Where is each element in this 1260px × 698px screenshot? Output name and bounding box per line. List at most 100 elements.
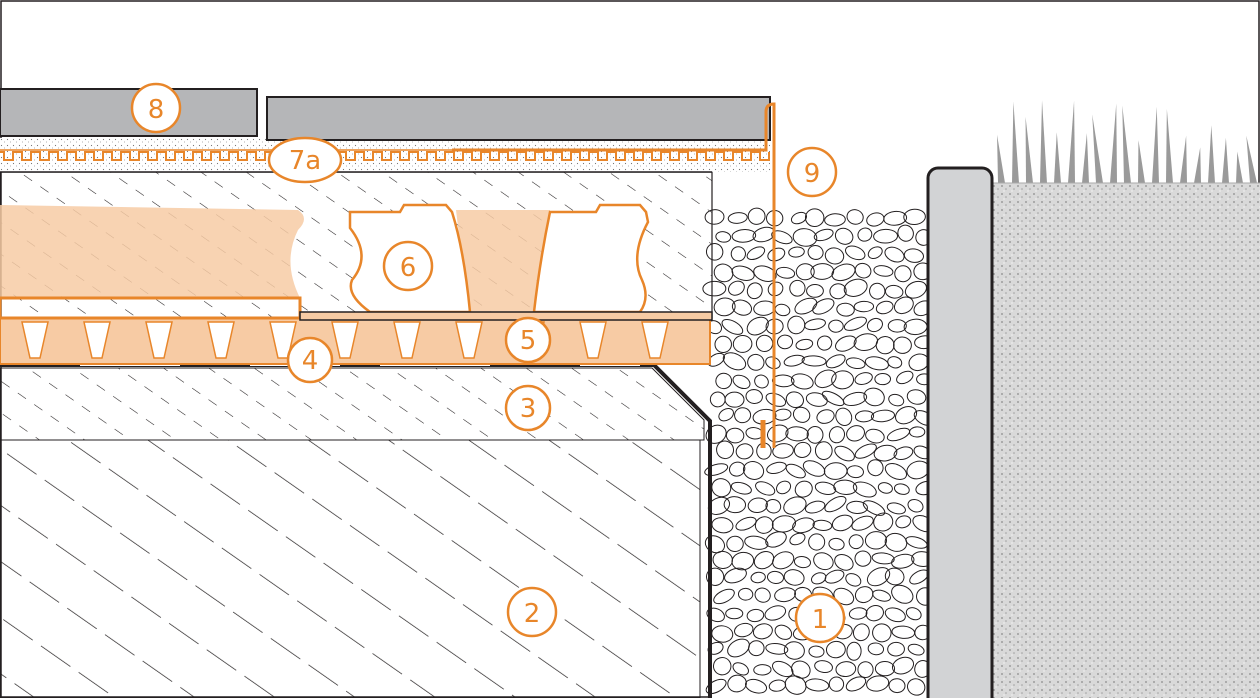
pebble	[742, 461, 765, 480]
pebble	[754, 587, 771, 603]
pebble	[907, 678, 926, 696]
pebble	[824, 213, 846, 227]
svg-text:2: 2	[524, 599, 541, 629]
pebble	[834, 445, 855, 462]
svg-text:9: 9	[804, 159, 821, 189]
pebble	[834, 227, 854, 245]
soil-area	[992, 183, 1260, 698]
pebble	[735, 443, 754, 460]
pebble	[891, 584, 914, 604]
pebble	[863, 387, 885, 407]
grass-blade	[1236, 151, 1243, 183]
pebble	[905, 607, 922, 621]
grass-blade	[1152, 106, 1159, 183]
grass-blade	[1180, 135, 1187, 183]
callout-8: 8	[130, 82, 182, 134]
pebble	[732, 662, 749, 676]
pebble	[894, 265, 912, 283]
pebble	[884, 463, 908, 480]
pebble	[793, 441, 812, 458]
pebble	[754, 374, 769, 389]
pebble	[727, 638, 750, 658]
pebble	[867, 246, 883, 260]
pebble	[713, 588, 735, 605]
mat-top-sheet	[0, 296, 302, 320]
pebble	[857, 227, 873, 242]
tile-right	[266, 96, 771, 141]
pebble	[794, 297, 818, 315]
pebble	[846, 500, 868, 515]
pebble	[852, 623, 870, 642]
pebble	[808, 533, 826, 551]
pebble	[833, 479, 858, 495]
pebble	[737, 587, 754, 601]
pebble	[764, 605, 787, 621]
pebble	[783, 354, 805, 367]
pebble	[854, 586, 874, 604]
pebble	[744, 535, 769, 550]
pebble	[704, 463, 729, 476]
grass-blade	[1025, 116, 1033, 183]
pebble	[824, 247, 845, 265]
pebble	[791, 660, 811, 679]
pebble	[774, 587, 797, 603]
pebble	[825, 640, 846, 659]
pebble	[845, 357, 866, 370]
svg-text:1: 1	[812, 605, 829, 635]
pebble	[745, 678, 768, 694]
pebble	[831, 514, 854, 532]
grass-blade	[997, 134, 1005, 183]
pebble	[848, 534, 864, 550]
pebble	[712, 656, 732, 676]
pebble	[907, 643, 925, 656]
pebble	[907, 498, 924, 513]
pebble	[716, 440, 735, 460]
pebble	[721, 319, 744, 335]
pebble	[814, 441, 833, 460]
pebble	[864, 531, 887, 550]
pebble	[870, 409, 896, 423]
pebble	[804, 500, 826, 514]
pebble	[872, 623, 892, 643]
pebble	[789, 279, 806, 297]
pebble	[734, 407, 752, 424]
curb-edging	[926, 166, 994, 698]
pebble	[843, 316, 867, 331]
pebble	[864, 356, 889, 371]
pebble	[785, 463, 806, 479]
pebble	[731, 265, 755, 281]
pebble	[804, 678, 830, 692]
pebble	[715, 372, 733, 390]
pebble	[854, 410, 875, 423]
pebble	[844, 245, 866, 261]
svg-text:5: 5	[520, 326, 537, 356]
pebble	[845, 676, 867, 692]
pebble	[732, 374, 751, 390]
pebble	[829, 283, 847, 300]
grass-blade	[1040, 100, 1047, 183]
svg-text:8: 8	[148, 95, 165, 125]
grass-blade	[1246, 135, 1257, 183]
grass-blade	[1068, 100, 1075, 183]
pebble	[893, 336, 912, 354]
pebble	[812, 519, 833, 531]
pebble	[715, 231, 732, 243]
pebble	[792, 406, 811, 423]
pebble	[804, 318, 826, 331]
pebble	[795, 263, 815, 281]
pebble	[875, 300, 894, 315]
edge-profile	[452, 102, 776, 448]
pebble	[723, 496, 747, 514]
pebble	[831, 370, 855, 390]
grass-blade	[1138, 140, 1145, 183]
pebble	[794, 480, 813, 498]
pebble	[711, 478, 732, 498]
pebble	[854, 372, 873, 385]
pebble	[846, 425, 866, 442]
mat-cavity	[641, 321, 669, 359]
pebble	[888, 393, 905, 407]
pebble	[765, 642, 789, 655]
pebble	[753, 265, 777, 282]
mat-cavity	[207, 321, 235, 359]
